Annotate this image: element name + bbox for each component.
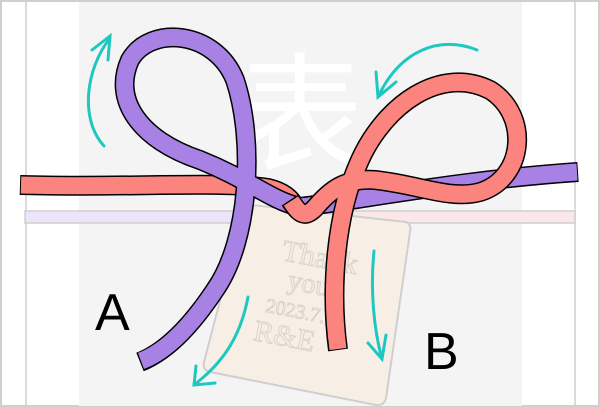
kanji-front-mark: 表	[236, 42, 364, 191]
arrow-up-left-icon	[86, 32, 112, 148]
arrow-down-left-icon	[192, 295, 250, 387]
arrow-curve-down-left-icon	[374, 42, 479, 101]
label-b: B	[424, 323, 459, 381]
thank-you-tag: Thank you 2023.7. R&E	[202, 203, 412, 407]
red-ribbon-loop	[281, 72, 528, 352]
label-a: A	[95, 284, 130, 342]
arrow-down-right-icon	[366, 249, 388, 363]
